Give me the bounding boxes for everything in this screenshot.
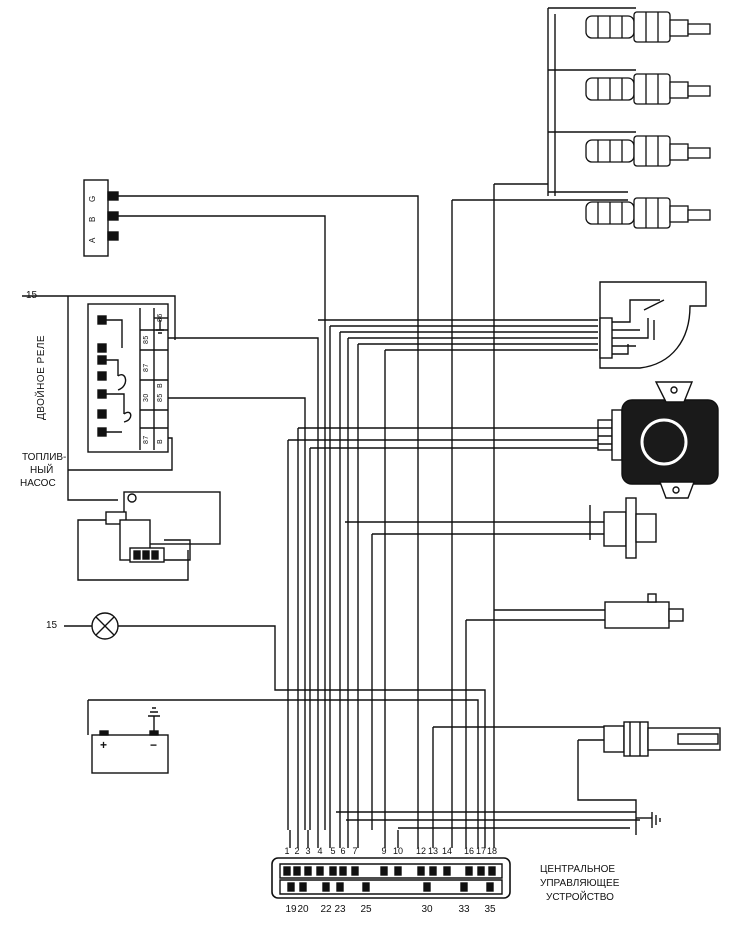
ecu-pin-label-bottom: 23 <box>334 904 346 915</box>
terminal-15-label-top: 15 <box>26 290 38 301</box>
ecu-pin-label-bottom: 25 <box>360 904 372 915</box>
ecu-pin-label-top: 14 <box>441 846 452 856</box>
injector-3 <box>585 135 711 167</box>
ignition-module <box>597 381 719 499</box>
ecu-pin-top <box>329 866 337 876</box>
ecu-pin-top <box>394 866 402 876</box>
ecu-pin-bottom <box>336 882 344 892</box>
fuel-injectors <box>585 11 711 229</box>
ecu-pin-bottom <box>287 882 295 892</box>
injector-2 <box>585 73 711 105</box>
wiring-harness <box>22 7 652 848</box>
ecu-pin-label-top: 4 <box>317 846 323 856</box>
ecu-pin-label-top: 9 <box>381 846 387 856</box>
relay-terminal-b-lower: B <box>157 438 164 444</box>
ecu-pin-label-top: 12 <box>415 846 426 856</box>
oxygen-sensor <box>603 721 721 757</box>
ecu-pin-bottom <box>322 882 330 892</box>
ecu-pin-top <box>351 866 359 876</box>
terminal-15-label-bottom: 15 <box>46 620 58 631</box>
fuel-pump-label-line2: НЫЙ <box>30 465 54 476</box>
ecu-pin-bottom <box>362 882 370 892</box>
ecu-pin-label-bottom: 30 <box>421 904 433 915</box>
ecu-pin-bottom <box>460 882 468 892</box>
ecu-pin-bottom <box>299 882 307 892</box>
relay-terminal-87: 87 <box>143 363 150 372</box>
ecu-pin-top <box>293 866 301 876</box>
ground-symbol <box>651 812 661 828</box>
relay-terminal-85b: 85 <box>157 393 164 402</box>
ecu-pin-label-bottom: 35 <box>484 904 496 915</box>
ecu-pin-label-top: 3 <box>305 846 311 856</box>
diag-pin-b: B <box>88 216 97 222</box>
ecu-pin-label-top: 6 <box>340 846 346 856</box>
ecu-pin-bottom <box>486 882 494 892</box>
ecu-pin-top <box>429 866 437 876</box>
fuel-pump-label-line1: ТОПЛИВ- <box>22 452 67 463</box>
ecu-label-line3: УСТРОЙСТВО <box>546 892 614 903</box>
ecu-pin-label-top: 5 <box>330 846 336 856</box>
fuel-pump <box>105 491 221 563</box>
relay-terminal-85: 85 <box>143 335 150 344</box>
ecu-pin-top <box>465 866 473 876</box>
throttle-position-sensor <box>599 281 707 369</box>
ecu-pin-top <box>304 866 312 876</box>
ecu-label-line1: ЦЕНТРАЛЬНОЕ <box>540 864 616 875</box>
injector-4 <box>585 197 711 229</box>
ecu-pin-label-top: 2 <box>294 846 300 856</box>
double-relay <box>87 303 169 453</box>
relay-terminal-86: 86 <box>157 313 164 322</box>
ecu-pin-label-top: 16 <box>463 846 474 856</box>
ecu-pin-label-bottom: 22 <box>320 904 332 915</box>
warning-lamp <box>64 612 119 640</box>
diag-pin-g: G <box>88 195 97 202</box>
ecu-connector <box>271 857 511 899</box>
ecu-pin-label-top: 10 <box>392 846 403 856</box>
double-relay-label: ДВОЙНОЕ РЕЛЕ <box>36 334 47 420</box>
battery-minus: − <box>150 738 158 752</box>
ecu-pin-top <box>283 866 291 876</box>
diag-pin-a: A <box>88 237 97 243</box>
coolant-temp-sensor <box>604 593 684 629</box>
relay-terminal-30: 30 <box>143 393 150 402</box>
ecu-pin-label-top: 1 <box>284 846 290 856</box>
fuel-pump-label-line3: НАСОС <box>20 478 56 489</box>
ecu-pin-label-bottom: 33 <box>458 904 470 915</box>
ecu-pin-label-top: 18 <box>486 846 497 856</box>
ecu-pin-label-top: 17 <box>475 846 486 856</box>
ecu-pin-label-bottom: 20 <box>297 904 309 915</box>
ecu-pin-top <box>380 866 388 876</box>
ecu-pin-top <box>316 866 324 876</box>
ecu-pin-top <box>443 866 451 876</box>
ecu-label-line2: УПРАВЛЯЮЩЕЕ <box>540 878 620 889</box>
relay-terminal-b: B <box>157 382 164 388</box>
ecu-pin-top <box>488 866 496 876</box>
battery-plus: + <box>100 738 108 752</box>
crank-sensor <box>590 497 657 559</box>
ecu-pin-label-top: 13 <box>427 846 438 856</box>
ecu-pin-top <box>417 866 425 876</box>
injector-1 <box>585 11 711 43</box>
diagnostic-connector <box>83 179 119 257</box>
ecu-pin-top <box>477 866 485 876</box>
ecu-pin-top <box>339 866 347 876</box>
ecu-pin-label-top: 7 <box>352 846 358 856</box>
ecu-pin-label-bottom: 19 <box>285 904 297 915</box>
relay-terminal-87-lower: 87 <box>143 435 150 444</box>
battery <box>91 707 169 774</box>
ecu-pin-bottom <box>423 882 431 892</box>
